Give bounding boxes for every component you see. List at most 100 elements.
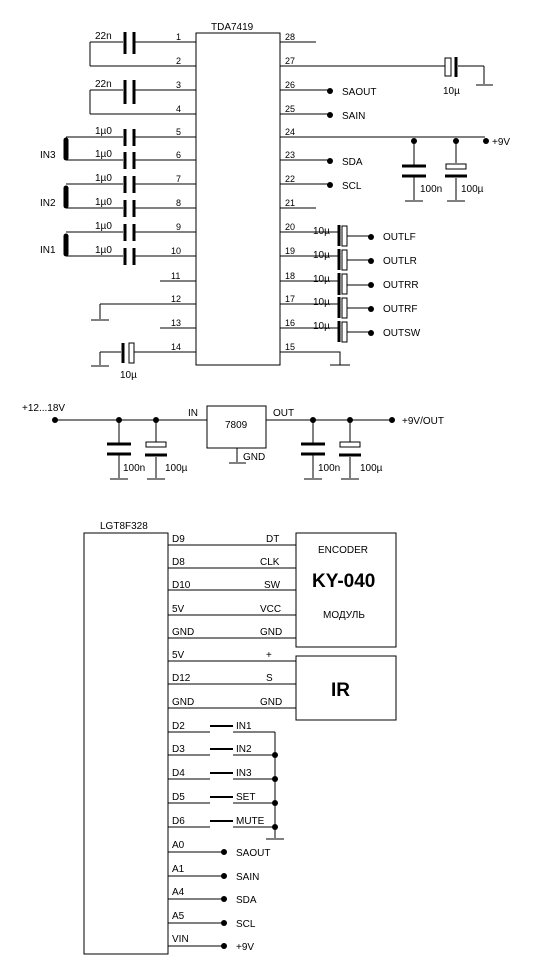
- psu-vout-label: +9V/OUT: [402, 416, 444, 427]
- tda-left-pins: 1 2 3 4 5 6 7 8 9 10 11 12 13 14: [148, 32, 196, 353]
- tda7419-chip: [195, 32, 281, 366]
- psu-vin-label: +12...18V: [22, 403, 65, 414]
- button-in2: IN2: [236, 744, 252, 755]
- encoder-box: [295, 532, 397, 648]
- pin-28: 28: [285, 32, 295, 42]
- cap-pin27: 10µ: [443, 57, 493, 97]
- in3-label: IN3: [40, 150, 56, 161]
- cap-22n-b-value: 22n: [95, 79, 112, 90]
- cap-pin27-value: 10µ: [443, 86, 460, 97]
- pin-10: 10: [171, 246, 181, 256]
- reg-out-label: OUT: [273, 408, 294, 419]
- mcu-pin-d4: D4: [172, 768, 185, 779]
- net-saout: SAOUT: [342, 87, 376, 98]
- pin-27: 27: [285, 56, 295, 66]
- pin-22: 22: [285, 174, 295, 184]
- button-mute: MUTE: [236, 816, 265, 827]
- pin-15: 15: [285, 342, 295, 352]
- cap-pin14-value: 10µ: [120, 370, 137, 381]
- cap-pin14: 10µ: [91, 342, 148, 381]
- pin-11: 11: [171, 271, 180, 281]
- pin-23: 23: [285, 150, 295, 160]
- mcu-nets: SAOUT SAIN SDA SCL +9V: [168, 848, 270, 953]
- cap-22n-a: 22n: [89, 31, 148, 67]
- mcu-pin-vin: VIN: [172, 934, 189, 945]
- mcu-pin-gnd-2: GND: [172, 697, 194, 708]
- mcu-net-sda: SDA: [236, 895, 257, 906]
- mcu-pin-d12: D12: [172, 673, 191, 684]
- in1-label: IN1: [40, 245, 56, 256]
- mcu-pin-d10: D10: [172, 580, 191, 591]
- buttons: IN1 IN2 IN3 SET MUTE: [168, 721, 284, 840]
- lgt8f328-label: LGT8F328: [100, 521, 148, 532]
- pin-17: 17: [285, 294, 295, 304]
- button-in1: IN1: [236, 721, 252, 732]
- mcu-pin-a4: A4: [172, 887, 185, 898]
- mcu-pin-d2: D2: [172, 721, 185, 732]
- tda-right-pins: 28 27 26 25 24 23 22 21 20 19 18 17 16 1…: [280, 32, 485, 366]
- pin-24: 24: [285, 127, 295, 137]
- ir-module: IR + S GND: [260, 650, 397, 721]
- output-caps: 10µ 10µ 10µ 10µ 10µ OUTLF OUTLR OUTRR OU…: [313, 225, 421, 343]
- input-caps: 1µ0 1µ0 1µ0 1µ0 1µ0 1µ0 IN3 IN2 IN1: [40, 126, 148, 265]
- mcu-pin-a0: A0: [172, 840, 185, 851]
- encoder-title: ENCODER: [318, 545, 368, 556]
- pin-21: 21: [285, 198, 295, 208]
- pin-9: 9: [176, 222, 181, 232]
- mcu-pin-a5: A5: [172, 911, 185, 922]
- cap-in-4-value: 1µ0: [95, 197, 112, 208]
- cap-in-5-value: 1µ0: [95, 221, 112, 232]
- cap-out-3-value: 10µ: [313, 274, 330, 285]
- cap-out-4-value: 10µ: [313, 297, 330, 308]
- net-dot: [327, 88, 333, 94]
- mcu-pin-d9: D9: [172, 534, 185, 545]
- mcu-pin-gnd: GND: [172, 627, 194, 638]
- encoder-module-label: МОДУЛЬ: [323, 610, 365, 621]
- in2-label: IN2: [40, 198, 56, 209]
- encoder-module: ENCODER KY-040 МОДУЛЬ DT CLK SW VCC GND: [260, 532, 397, 648]
- psu-section: +12...18V 7809 IN OUT GND 100n 100µ 100n…: [22, 403, 444, 480]
- tda7419-label: TDA7419: [211, 22, 254, 33]
- net-dot: [327, 158, 333, 164]
- regulator-label: 7809: [225, 420, 248, 431]
- reg-in-label: IN: [188, 408, 198, 419]
- net-outrf: OUTRF: [383, 304, 417, 315]
- ir-model: IR: [331, 680, 350, 701]
- mcu-net-9v: +9V: [236, 942, 254, 953]
- pin-4: 4: [176, 104, 181, 114]
- regulator-7809: [206, 405, 267, 449]
- pin-2: 2: [176, 56, 181, 66]
- pin-20: 20: [285, 222, 295, 232]
- net-sda: SDA: [342, 157, 363, 168]
- pin-14: 14: [171, 342, 181, 352]
- pin-1: 1: [176, 32, 181, 42]
- pin-26: 26: [285, 80, 295, 90]
- mcu-pin-d8: D8: [172, 557, 185, 568]
- cap-in-1-value: 1µ0: [95, 126, 112, 137]
- net-9v: +9V: [492, 137, 510, 148]
- cap-22n-b: 22n: [89, 79, 148, 115]
- net-dot: [327, 112, 333, 118]
- ir-pin-s: S: [266, 673, 273, 684]
- encoder-model: KY-040: [312, 571, 375, 592]
- pin-12: 12: [171, 294, 181, 304]
- mcu-pin-5v: 5V: [172, 604, 185, 615]
- ir-pin-gnd: GND: [260, 697, 282, 708]
- encoder-pin-clk: CLK: [260, 557, 280, 568]
- cap-out-5-value: 10µ: [313, 321, 330, 332]
- mcu-pin-d3: D3: [172, 744, 185, 755]
- pin-8: 8: [176, 198, 181, 208]
- psu-cap-4-value: 100µ: [360, 463, 383, 474]
- button-set: SET: [236, 792, 255, 803]
- pin-5: 5: [176, 127, 181, 137]
- pin-25: 25: [285, 104, 295, 114]
- cap-in-2-value: 1µ0: [95, 149, 112, 160]
- mcu-net-saout: SAOUT: [236, 848, 270, 859]
- net-dot: [327, 182, 333, 188]
- pin-3: 3: [176, 80, 181, 90]
- cap-100n-value: 100n: [420, 184, 442, 195]
- mcu-pin-a1: A1: [172, 864, 185, 875]
- cap-out-2-value: 10µ: [313, 250, 330, 261]
- pin-6: 6: [176, 150, 181, 160]
